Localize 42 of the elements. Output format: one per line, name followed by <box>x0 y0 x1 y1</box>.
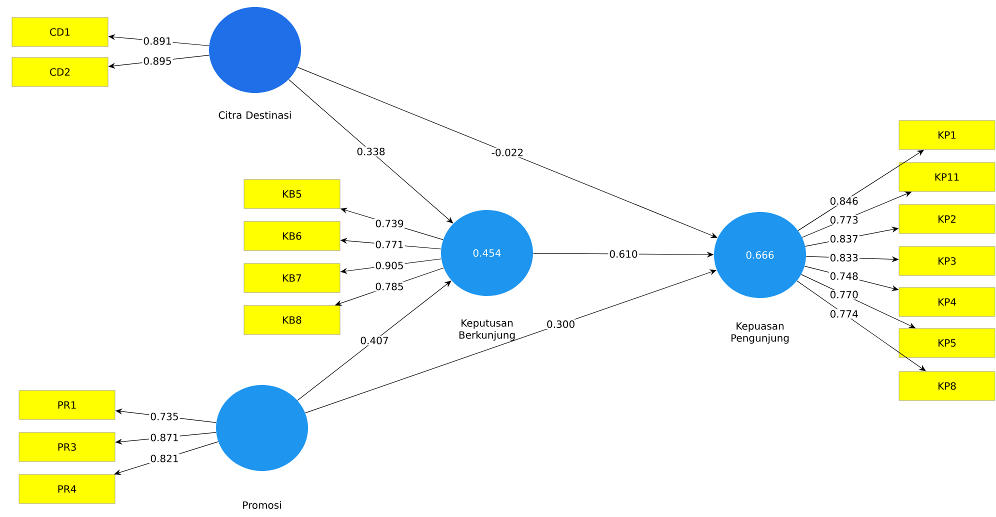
indicator-box: KP3 <box>898 246 996 276</box>
indicator-box: PR3 <box>18 432 116 462</box>
indicator-box: CD2 <box>12 57 108 87</box>
edge-label: 0.774 <box>828 309 860 319</box>
variable-name: Keputusan Berkunjung <box>459 319 515 341</box>
indicator-box: PR1 <box>18 390 116 420</box>
edge-label: 0.338 <box>356 146 386 156</box>
edge-label: 0.735 <box>149 412 180 422</box>
edge-label: 0.837 <box>828 234 860 244</box>
indicator-box: KP2 <box>898 204 996 234</box>
edge-label: 0.748 <box>828 271 860 281</box>
indicator-box: PR4 <box>18 474 116 504</box>
edge-label: 0.871 <box>149 432 180 442</box>
indicator-box: KB6 <box>244 221 340 251</box>
indicator-box: KB7 <box>244 263 340 293</box>
indicator-box: KP4 <box>898 287 996 317</box>
indicator-box: KP11 <box>898 162 996 192</box>
edge-label: 0.833 <box>828 252 860 262</box>
indicator-box: CD1 <box>12 17 108 47</box>
indicator-box: KB5 <box>244 179 340 209</box>
indicator-box: KP8 <box>898 371 996 401</box>
edge-label: 0.610 <box>608 249 639 259</box>
edge-label: 0.905 <box>374 260 405 270</box>
edge-label: 0.846 <box>828 196 860 206</box>
edge-label: -0.022 <box>490 148 525 158</box>
edge-label: 0.895 <box>142 56 173 66</box>
indicator-box: KP1 <box>898 120 996 150</box>
indicator-box: KB8 <box>244 305 340 335</box>
edge-label: 0.407 <box>359 336 390 346</box>
edge-label: 0.770 <box>828 290 860 300</box>
edge-label: 0.785 <box>374 282 405 292</box>
edge-label: 0.821 <box>149 454 180 464</box>
variable-name: Promosi <box>243 501 281 509</box>
indicator-box: KP5 <box>898 328 996 358</box>
edge-label: 0.739 <box>374 218 405 228</box>
variable-name: Citra Destinasi <box>218 111 291 119</box>
edge-label: 0.300 <box>546 319 576 329</box>
edge-label: 0.891 <box>142 36 173 46</box>
edge-label: 0.771 <box>374 240 405 250</box>
variable-name: Kepuasan Pengunjung <box>732 322 789 344</box>
edge-label: 0.773 <box>828 215 860 225</box>
arrow <box>297 280 452 401</box>
